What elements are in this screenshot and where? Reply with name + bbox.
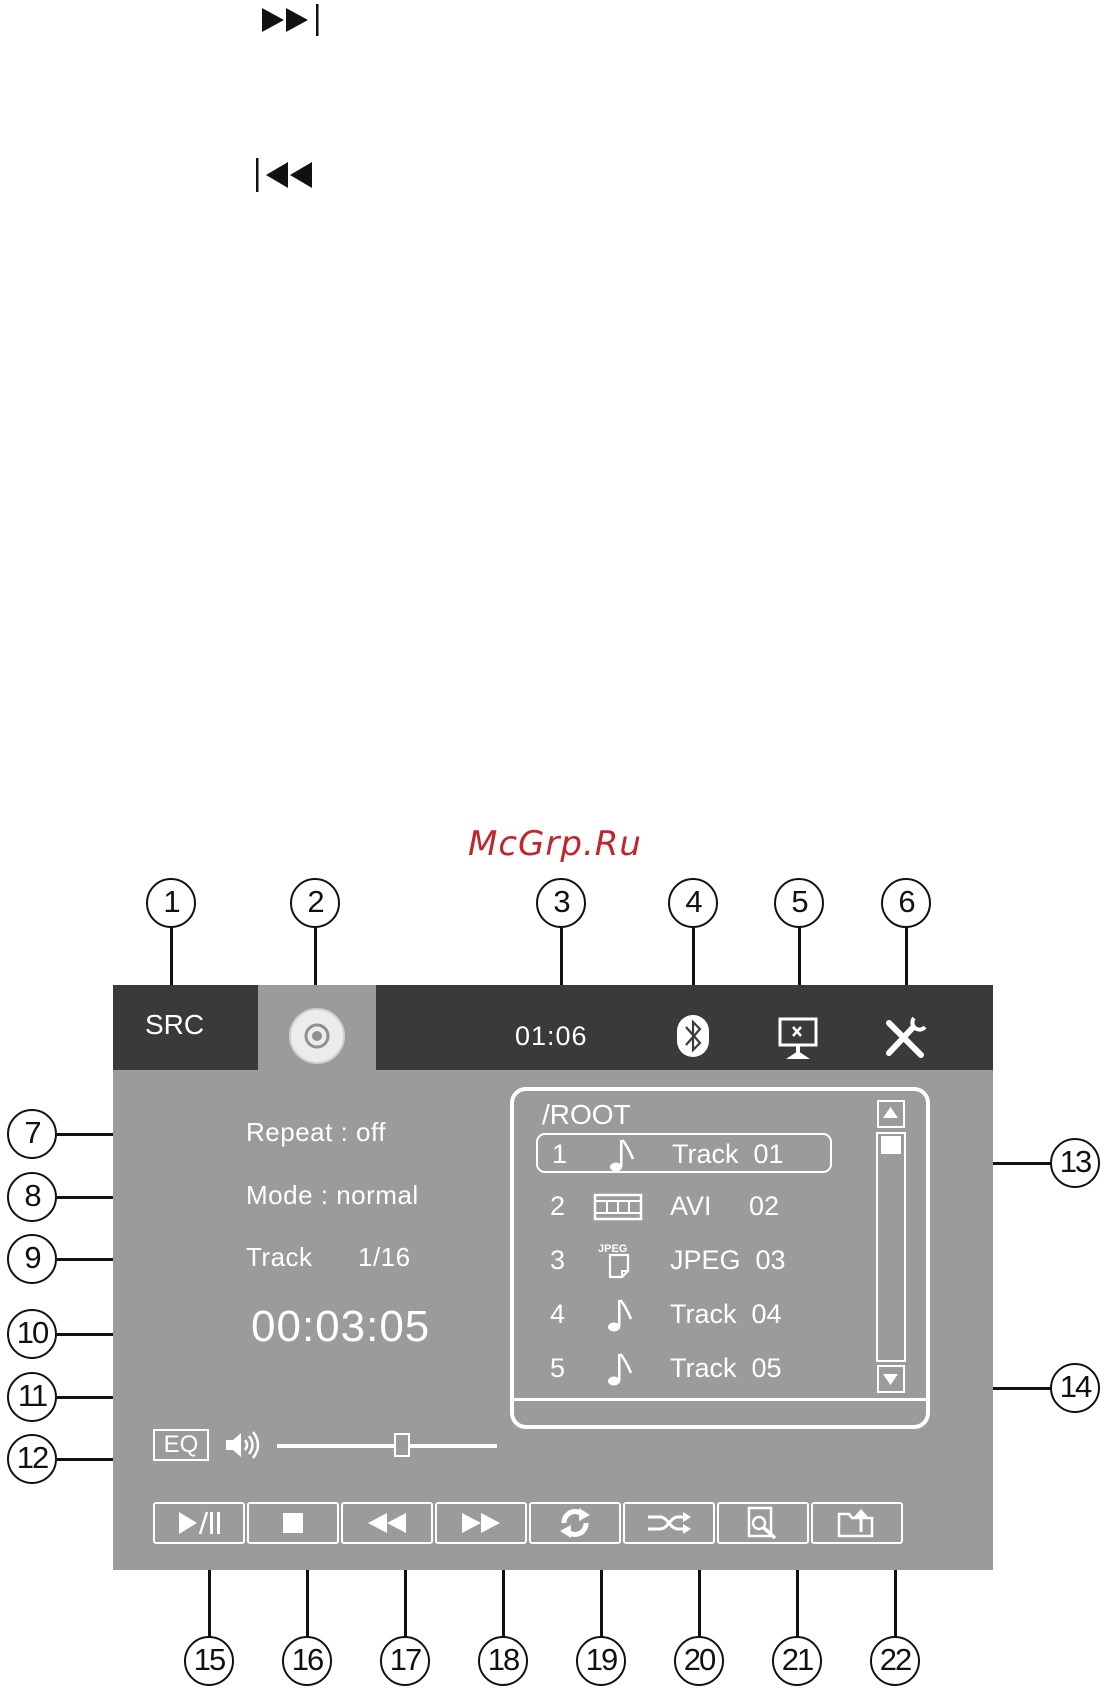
repeat-button[interactable] [529,1502,621,1544]
list-item[interactable]: 5 Track 05 [536,1349,832,1389]
callout-16: 16 [282,1636,332,1686]
search-button[interactable] [717,1502,809,1544]
callout-13: 13 [1050,1138,1100,1188]
bluetooth-button[interactable] [673,1013,713,1059]
list-item[interactable]: 1 Track 01 [536,1133,832,1173]
callout-10: 10 [7,1309,57,1359]
music-note-icon [592,1351,644,1387]
repeat-icon [557,1506,593,1540]
callout-9: 9 [7,1234,57,1284]
display-off-icon [777,1017,819,1061]
volume-slider-handle[interactable] [394,1433,410,1457]
callout-14: 14 [1050,1363,1100,1413]
item-number: 3 [550,1245,565,1276]
callout-5: 5 [774,878,824,928]
callout-17: 17 [380,1636,430,1686]
list-item[interactable]: 4 Track 04 [536,1295,832,1335]
browser-divider [514,1398,926,1401]
stop-icon [278,1508,308,1538]
scrollbar[interactable] [876,1132,906,1362]
track-count: 1/16 [358,1242,411,1273]
volume-icon [223,1429,263,1461]
callout-6: 6 [881,878,931,928]
music-note-icon [594,1137,646,1173]
callout-18: 18 [478,1636,528,1686]
file-browser: /ROOT 1 Track 01 2 AVI 02 3 [510,1087,930,1429]
callout-11: 11 [7,1372,57,1422]
browser-path: /ROOT [542,1099,631,1131]
shuffle-icon [644,1508,694,1538]
scrollbar-thumb[interactable] [881,1136,901,1154]
scroll-down-button[interactable] [877,1365,905,1393]
item-name: AVI 02 [670,1191,779,1222]
callout-20: 20 [674,1636,724,1686]
rewind-button[interactable] [341,1502,433,1544]
item-number: 5 [550,1353,565,1384]
callout-15: 15 [184,1636,234,1686]
top-bar: SRC 01:06 [113,985,993,1070]
disc-icon [258,985,376,1070]
callout-4: 4 [668,878,718,928]
repeat-status: Repeat : off [246,1117,386,1148]
next-track-icon [262,4,324,36]
callout-3: 3 [536,878,586,928]
film-icon [592,1189,644,1225]
eq-button[interactable]: EQ [153,1429,209,1461]
item-number: 2 [550,1191,565,1222]
list-item[interactable]: 3 JPEG JPEG 03 [536,1241,832,1281]
item-number: 1 [552,1139,567,1170]
callout-21: 21 [772,1636,822,1686]
callout-19: 19 [576,1636,626,1686]
item-number: 4 [550,1299,565,1330]
source-button[interactable]: SRC [145,1009,204,1041]
item-name: JPEG 03 [670,1245,786,1276]
rewind-icon [362,1508,412,1538]
music-note-icon [592,1297,644,1333]
settings-button[interactable] [881,1015,927,1061]
media-player-screen: SRC 01:06 [113,985,993,1570]
search-file-icon [741,1506,785,1540]
play-pause-icon [169,1508,229,1538]
arrow-up-icon [879,1102,902,1125]
callout-1: 1 [146,878,196,928]
leader-1 [170,928,173,988]
arrow-down-icon [879,1367,902,1390]
elapsed-time: 00:03:05 [251,1302,430,1352]
fast-forward-button[interactable] [435,1502,527,1544]
item-name: Track 05 [670,1353,782,1384]
track-label: Track [246,1242,313,1273]
callout-12: 12 [7,1434,57,1484]
volume-slider[interactable] [277,1444,497,1448]
display-off-button[interactable] [777,1017,819,1061]
leader-3 [560,928,563,988]
shuffle-button[interactable] [623,1502,715,1544]
watermark: McGrp.Ru [430,820,680,868]
item-name: Track 01 [672,1139,784,1170]
item-name: Track 04 [670,1299,782,1330]
jpeg-icon-label: JPEG [598,1243,627,1255]
stop-button[interactable] [247,1502,339,1544]
clock: 01:06 [515,1021,588,1052]
fast-forward-icon [456,1508,506,1538]
disc-tab[interactable] [258,985,376,1070]
callout-22: 22 [870,1636,920,1686]
folder-up-button[interactable] [811,1502,903,1544]
mode-status: Mode : normal [246,1180,419,1211]
bluetooth-icon [673,1013,713,1059]
folder-up-icon [834,1506,880,1540]
list-item[interactable]: 2 AVI 02 [536,1187,832,1227]
callout-8: 8 [7,1172,57,1222]
jpeg-icon: JPEG [592,1243,644,1279]
play-pause-button[interactable] [153,1502,245,1544]
wrench-screwdriver-icon [881,1015,927,1061]
scroll-up-button[interactable] [877,1100,905,1128]
callout-7: 7 [7,1109,57,1159]
callout-2: 2 [290,878,340,928]
previous-track-icon [256,158,322,192]
